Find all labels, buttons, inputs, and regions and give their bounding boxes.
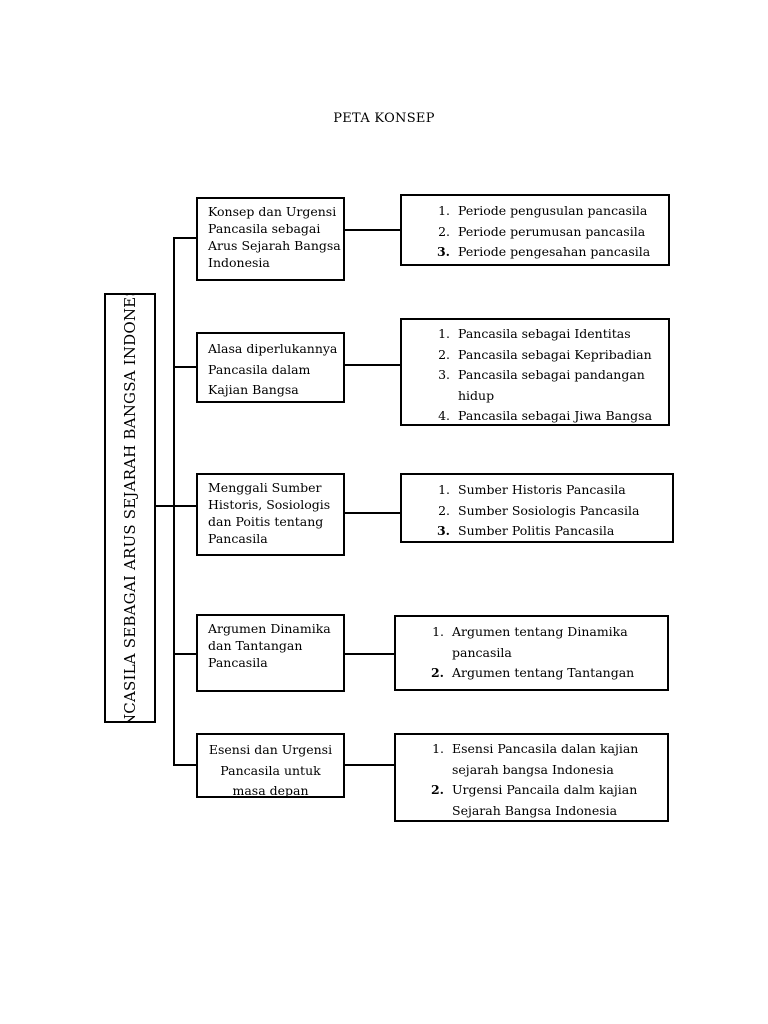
branch-line-1	[173, 237, 197, 239]
branch-line-2	[173, 366, 197, 368]
topic-box-2: Alasa diperlukannya Pancasila dalam Kaji…	[196, 332, 345, 403]
list-item: 1.Sumber Historis Pancasila	[438, 482, 626, 497]
subtopic-list-box-1: 1.Periode pengusulan pancasila 2.Periode…	[400, 194, 670, 266]
list-item: 4.Pancasila sebagai Jiwa Bangsa	[438, 408, 653, 423]
trunk-line	[173, 237, 175, 765]
list-item: 2.Pancasila sebagai Kepribadian	[438, 346, 652, 362]
list-item: 2.Argumen tentang Tantangan	[430, 665, 635, 680]
topic-label: Argumen Dinamika dan Tantangan Pancasila	[208, 621, 331, 670]
list-item: 2.Periode perumusan pancasila	[438, 223, 646, 239]
branch-line-4	[173, 653, 197, 655]
subtopic-list-box-2: 1.Pancasila sebagai Identitas 2.Pancasil…	[400, 318, 670, 426]
connector-line-2	[345, 364, 401, 366]
list-item: 3.Sumber Politis Pancasila	[436, 523, 615, 538]
topic-label: Menggali Sumber Historis, Sosiologis dan…	[208, 480, 331, 546]
root-concept-box: PANCASILA SEBAGAI ARUS SEJARAH BANGSA IN…	[104, 293, 156, 723]
subtopic-list-box-3: 1.Sumber Historis Pancasila 2.Sumber Sos…	[400, 473, 674, 543]
list-item: 3.Periode pengesahan pancasila	[436, 244, 651, 259]
branch-line-5	[173, 764, 197, 766]
subtopic-list-box-4: 1.Argumen tentang Dinamika pancasila 2.A…	[394, 615, 669, 691]
root-connector	[156, 505, 174, 507]
connector-line-1	[345, 229, 401, 231]
list-item: 1.Esensi Pancasila dalan kajian sejarah …	[432, 741, 639, 777]
topic-label: Esensi dan Urgensi Pancasila untuk masa …	[208, 742, 333, 798]
list-item: 2.Sumber Sosiologis Pancasila	[438, 502, 640, 518]
branch-line-3	[173, 505, 197, 507]
connector-line-4	[345, 653, 395, 655]
topic-box-5: Esensi dan Urgensi Pancasila untuk masa …	[196, 733, 345, 798]
topic-box-1: Konsep dan Urgensi Pancasila sebagai Aru…	[196, 197, 345, 281]
list-item: 1.Argumen tentang Dinamika pancasila	[432, 624, 628, 660]
topic-box-4: Argumen Dinamika dan Tantangan Pancasila	[196, 614, 345, 692]
subtopic-list-box-5: 1.Esensi Pancasila dalan kajian sejarah …	[394, 733, 669, 822]
list-item: 1.Periode pengusulan pancasila	[438, 203, 648, 218]
list-item: 3.Pancasila sebagai pandangan hidup	[438, 367, 645, 403]
page-title: PETA KONSEP	[333, 111, 435, 126]
list-item: 1.Pancasila sebagai Identitas	[438, 326, 631, 341]
root-concept-label: PANCASILA SEBAGAI ARUS SEJARAH BANGSA IN…	[121, 293, 139, 723]
connector-line-5	[345, 764, 395, 766]
connector-line-3	[345, 512, 401, 514]
topic-label: Alasa diperlukannya Pancasila dalam Kaji…	[208, 341, 338, 397]
list-item: 2.Urgensi Pancaila dalm kajian Sejarah B…	[430, 782, 638, 818]
topic-label: Konsep dan Urgensi Pancasila sebagai Aru…	[208, 204, 341, 270]
topic-box-3: Menggali Sumber Historis, Sosiologis dan…	[196, 473, 345, 556]
